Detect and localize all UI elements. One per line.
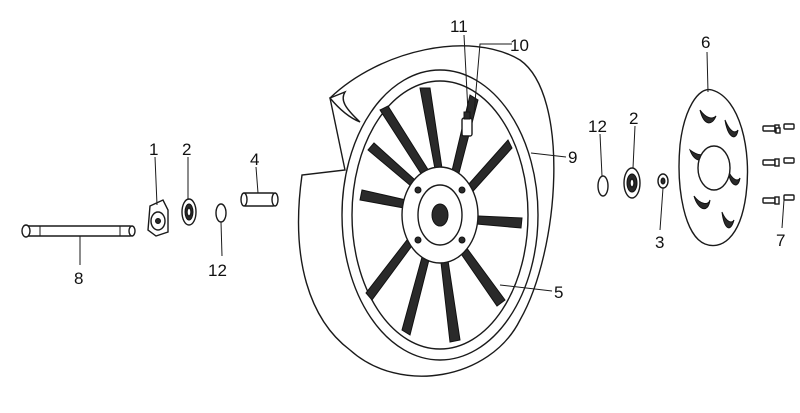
leader-lines (79, 34, 785, 292)
callout-8: 8 (74, 269, 83, 288)
callout-9: 9 (568, 148, 577, 167)
bushing-part (657, 173, 669, 189)
brake-disc-part (678, 88, 749, 247)
seal-right-part (597, 175, 609, 197)
wheel-assembly (297, 45, 555, 377)
bolts-part (762, 123, 795, 205)
callout-1: 1 (149, 140, 158, 159)
callout-12-right: 12 (588, 117, 607, 136)
callout-6: 6 (701, 33, 710, 52)
callout-4: 4 (250, 150, 259, 169)
bearing-right-part (623, 167, 641, 199)
callout-2-right: 2 (629, 109, 638, 128)
collar-part (147, 199, 169, 237)
callout-2-left: 2 (182, 140, 191, 159)
axle-part (21, 224, 136, 238)
bearing-left-part (181, 198, 197, 226)
callout-7: 7 (776, 231, 785, 250)
spacer-part (240, 192, 279, 207)
callout-11: 11 (450, 17, 468, 36)
callout-12-left: 12 (208, 261, 227, 280)
callout-10: 10 (510, 36, 529, 55)
callout-5: 5 (554, 283, 563, 302)
callout-3: 3 (655, 233, 664, 252)
seal-left-part (215, 203, 227, 223)
